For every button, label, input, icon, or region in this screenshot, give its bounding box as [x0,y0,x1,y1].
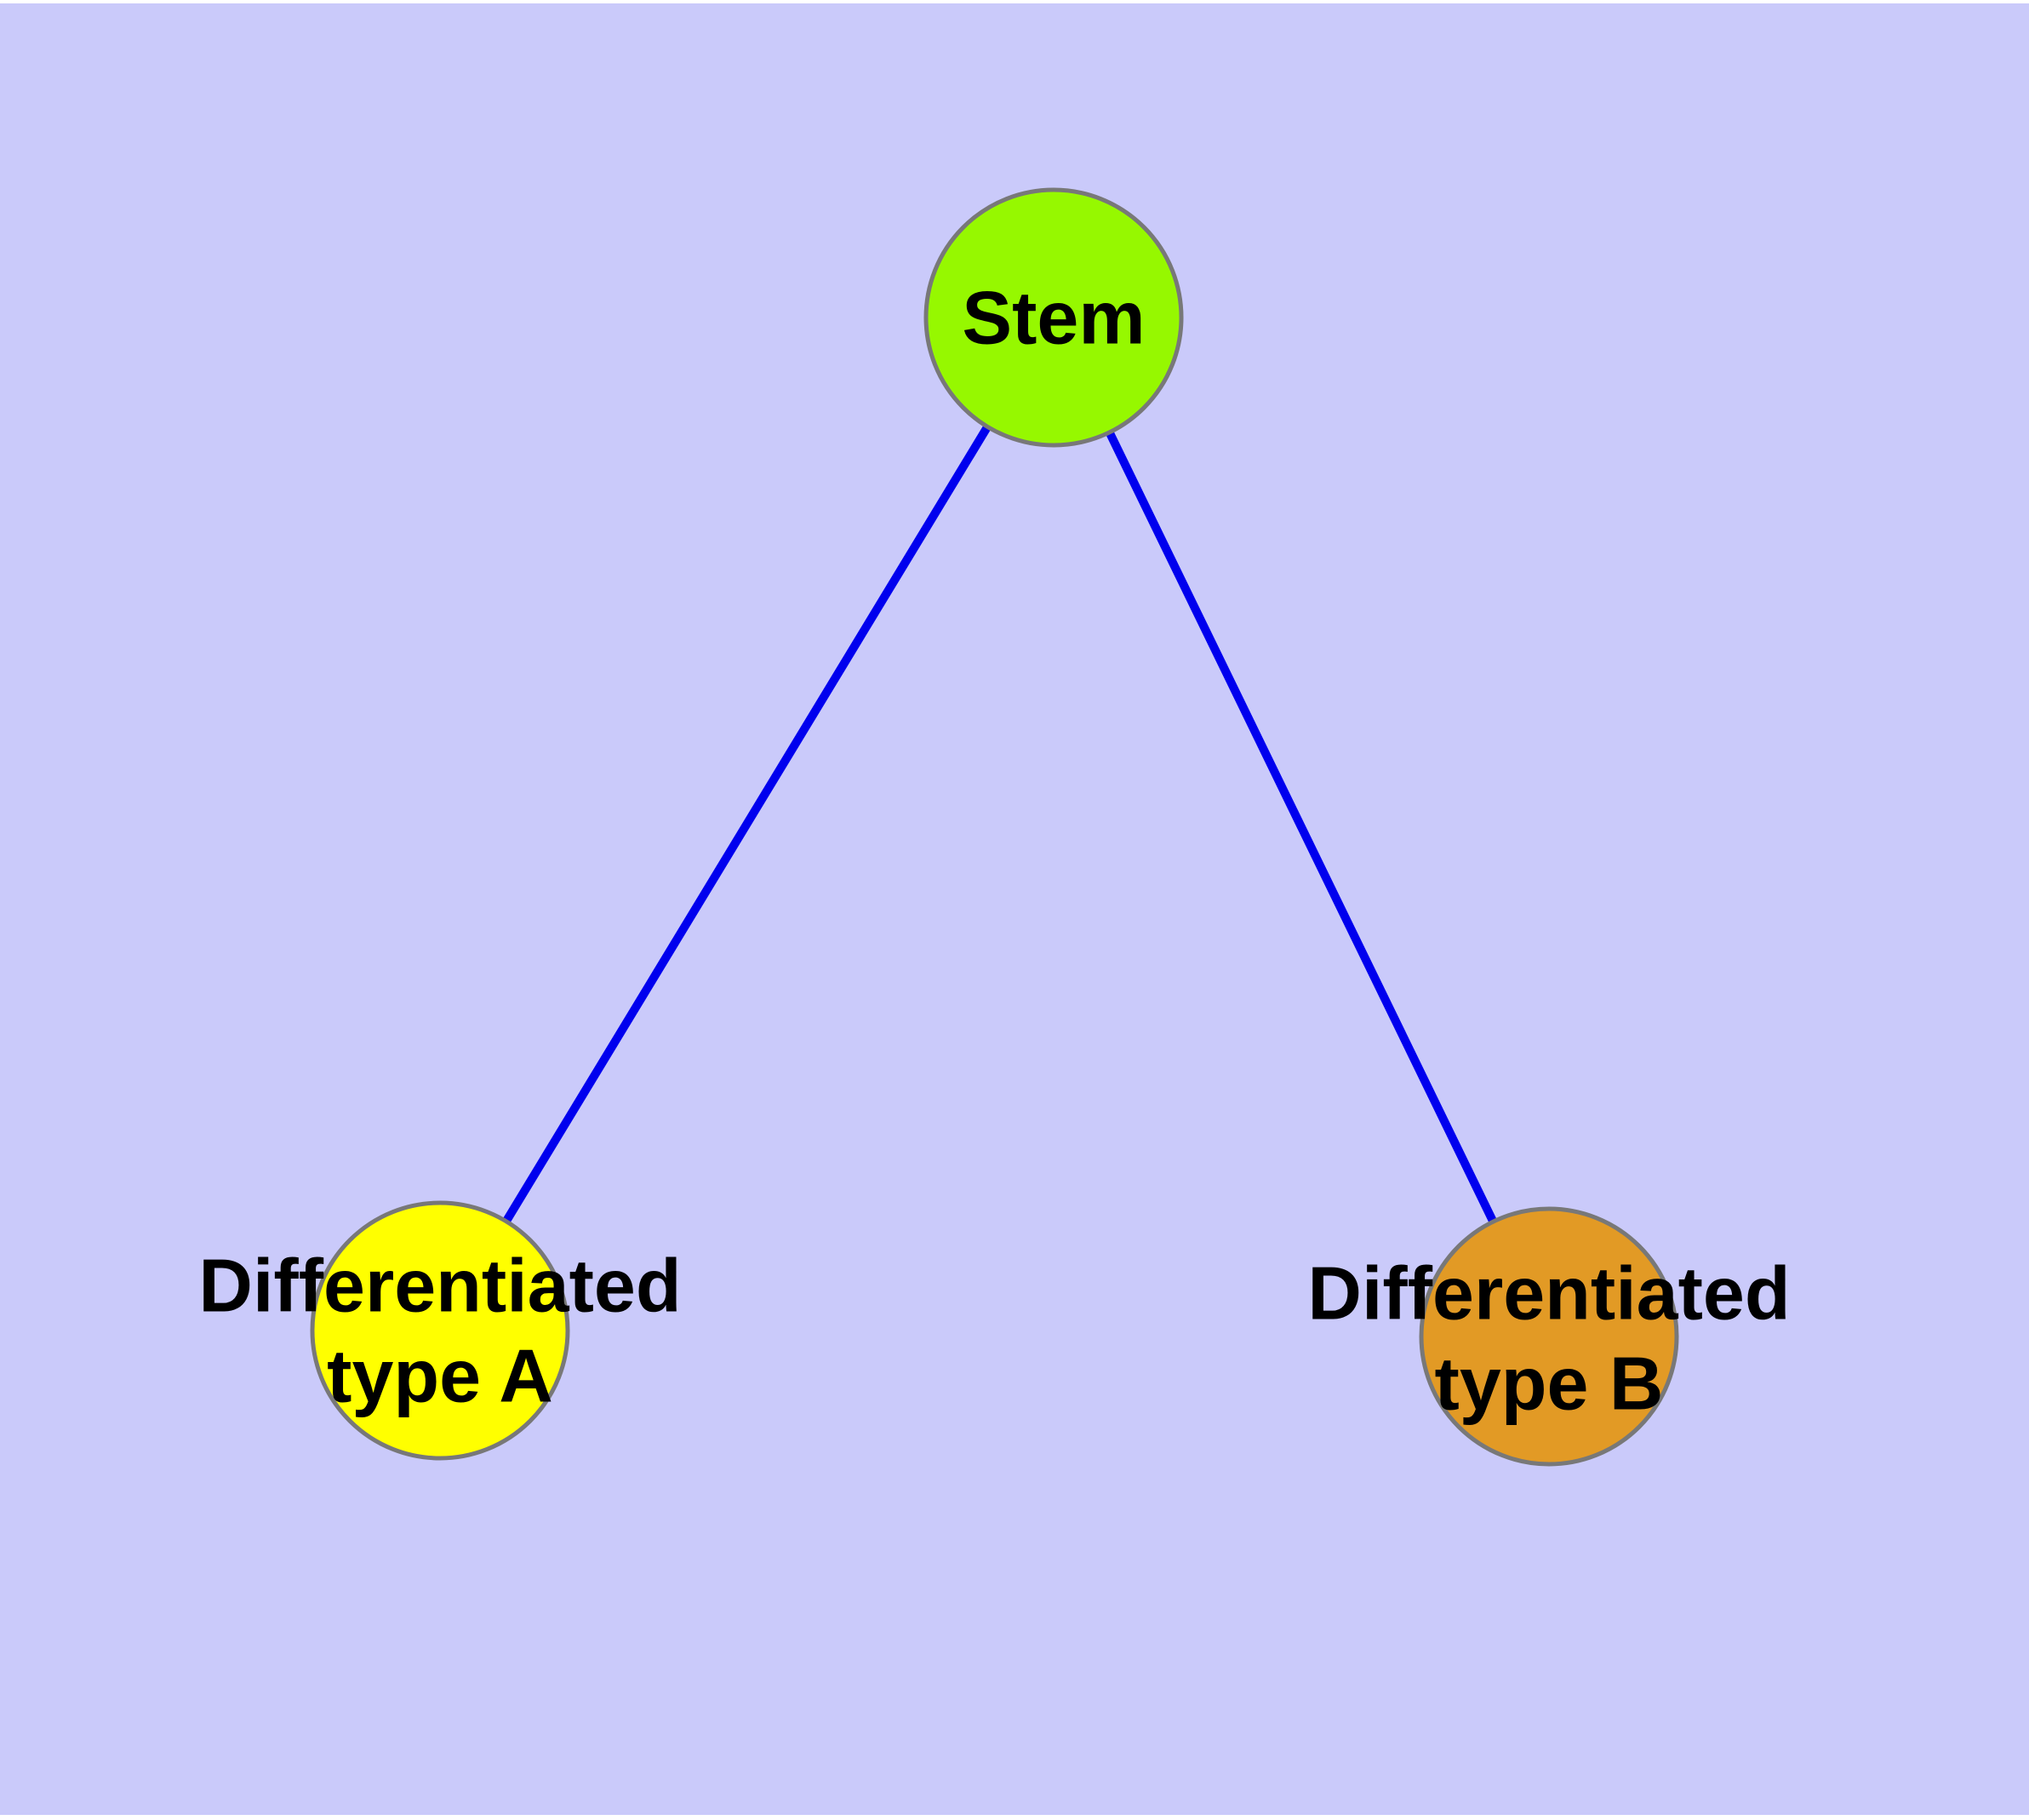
node-type-b-label-line1: Differentiated [1307,1251,1790,1336]
node-stem-label: Stem [962,276,1145,360]
node-type-b-label-line2: type B [1435,1342,1664,1426]
edge-stem-to-type-b [1049,315,1553,1339]
node-type-a-circle [310,1200,570,1461]
node-stem-circle [923,187,1184,448]
node-type-b-circle [1419,1206,1679,1467]
node-type-a-label-line2: type A [327,1334,553,1418]
node-type-a-label-line1: Differentiated [198,1244,681,1328]
edge-stem-to-type-a [436,315,1058,1333]
